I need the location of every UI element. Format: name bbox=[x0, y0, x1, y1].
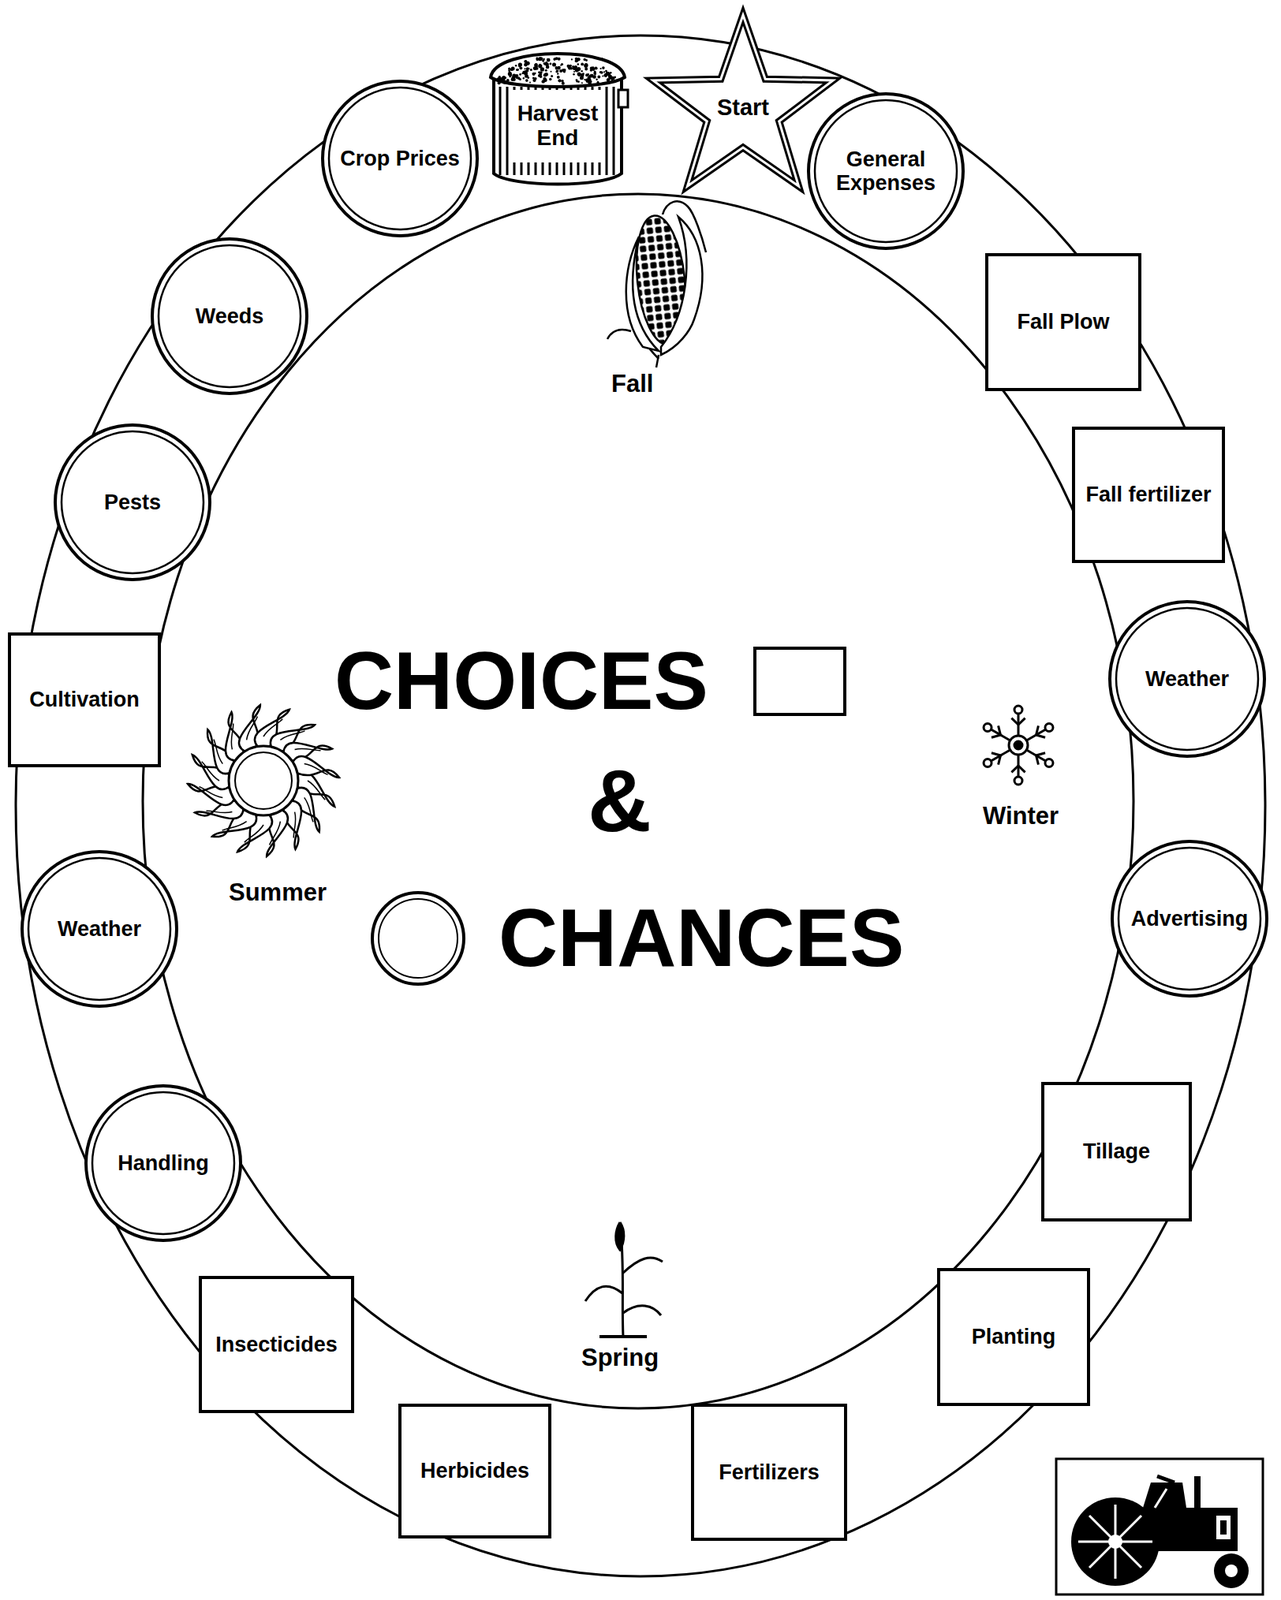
chance-circle: General Expenses bbox=[806, 91, 966, 251]
season-label: Summer bbox=[228, 880, 327, 907]
chance-circle: Handling bbox=[83, 1083, 243, 1244]
choice-box: Fall fertilizer bbox=[1071, 426, 1225, 564]
sprout-icon bbox=[585, 1222, 663, 1338]
node-label: Advertising bbox=[1122, 907, 1257, 931]
node-label: Fall Plow bbox=[996, 309, 1131, 334]
node-label: Herbicides bbox=[409, 1459, 541, 1483]
choice-box: Cultivation bbox=[7, 632, 161, 768]
snowflake-icon bbox=[983, 705, 1054, 785]
node-label: Weather bbox=[32, 917, 167, 942]
tractor-icon bbox=[1056, 1459, 1263, 1595]
chance-circle: Weather bbox=[19, 849, 180, 1009]
choice-box: Tillage bbox=[1041, 1082, 1192, 1222]
season-label: Winter bbox=[982, 803, 1059, 830]
chance-circle-sample bbox=[372, 892, 464, 985]
node-label: Fertilizers bbox=[702, 1460, 837, 1485]
harvest-pot: Harvest End bbox=[487, 48, 628, 191]
node-label: Insecticides bbox=[209, 1333, 344, 1357]
chance-circle: Pests bbox=[52, 422, 213, 583]
choice-box: Planting bbox=[937, 1268, 1091, 1407]
node-label: Pests bbox=[65, 490, 200, 515]
legend-word: CHOICES bbox=[334, 638, 709, 725]
node-label: Fall fertilizer bbox=[1083, 482, 1214, 507]
season-label: Fall bbox=[611, 371, 654, 398]
node-label: Cultivation bbox=[18, 687, 150, 712]
choice-box: Fertilizers bbox=[690, 1404, 848, 1542]
chance-circle: Weeds bbox=[149, 236, 310, 396]
node-label: Tillage bbox=[1052, 1139, 1181, 1164]
season-label: Spring bbox=[581, 1345, 659, 1372]
node-label: Crop Prices bbox=[332, 146, 467, 171]
chance-circle: Advertising bbox=[1109, 839, 1270, 999]
chance-circle: Weather bbox=[1107, 599, 1267, 759]
choice-square-sample bbox=[754, 648, 845, 715]
choice-box: Fall Plow bbox=[985, 253, 1142, 392]
track-ring bbox=[15, 35, 1266, 1577]
node-label: General Expenses bbox=[818, 147, 953, 195]
node-label: Planting bbox=[948, 1325, 1080, 1349]
sun-icon bbox=[187, 705, 340, 857]
node-label: Weather bbox=[1120, 667, 1255, 691]
ampersand: & bbox=[587, 754, 652, 848]
corn-icon bbox=[607, 201, 706, 368]
node-label: Harvest End bbox=[508, 100, 607, 151]
choice-box: Insecticides bbox=[198, 1276, 355, 1414]
node-label: Start bbox=[705, 94, 781, 120]
node-label: Weeds bbox=[162, 304, 297, 329]
node-label: Handling bbox=[96, 1151, 231, 1176]
choice-box: Herbicides bbox=[398, 1404, 552, 1539]
legend-word: CHANCES bbox=[498, 895, 904, 982]
chance-circle: Crop Prices bbox=[320, 78, 480, 239]
